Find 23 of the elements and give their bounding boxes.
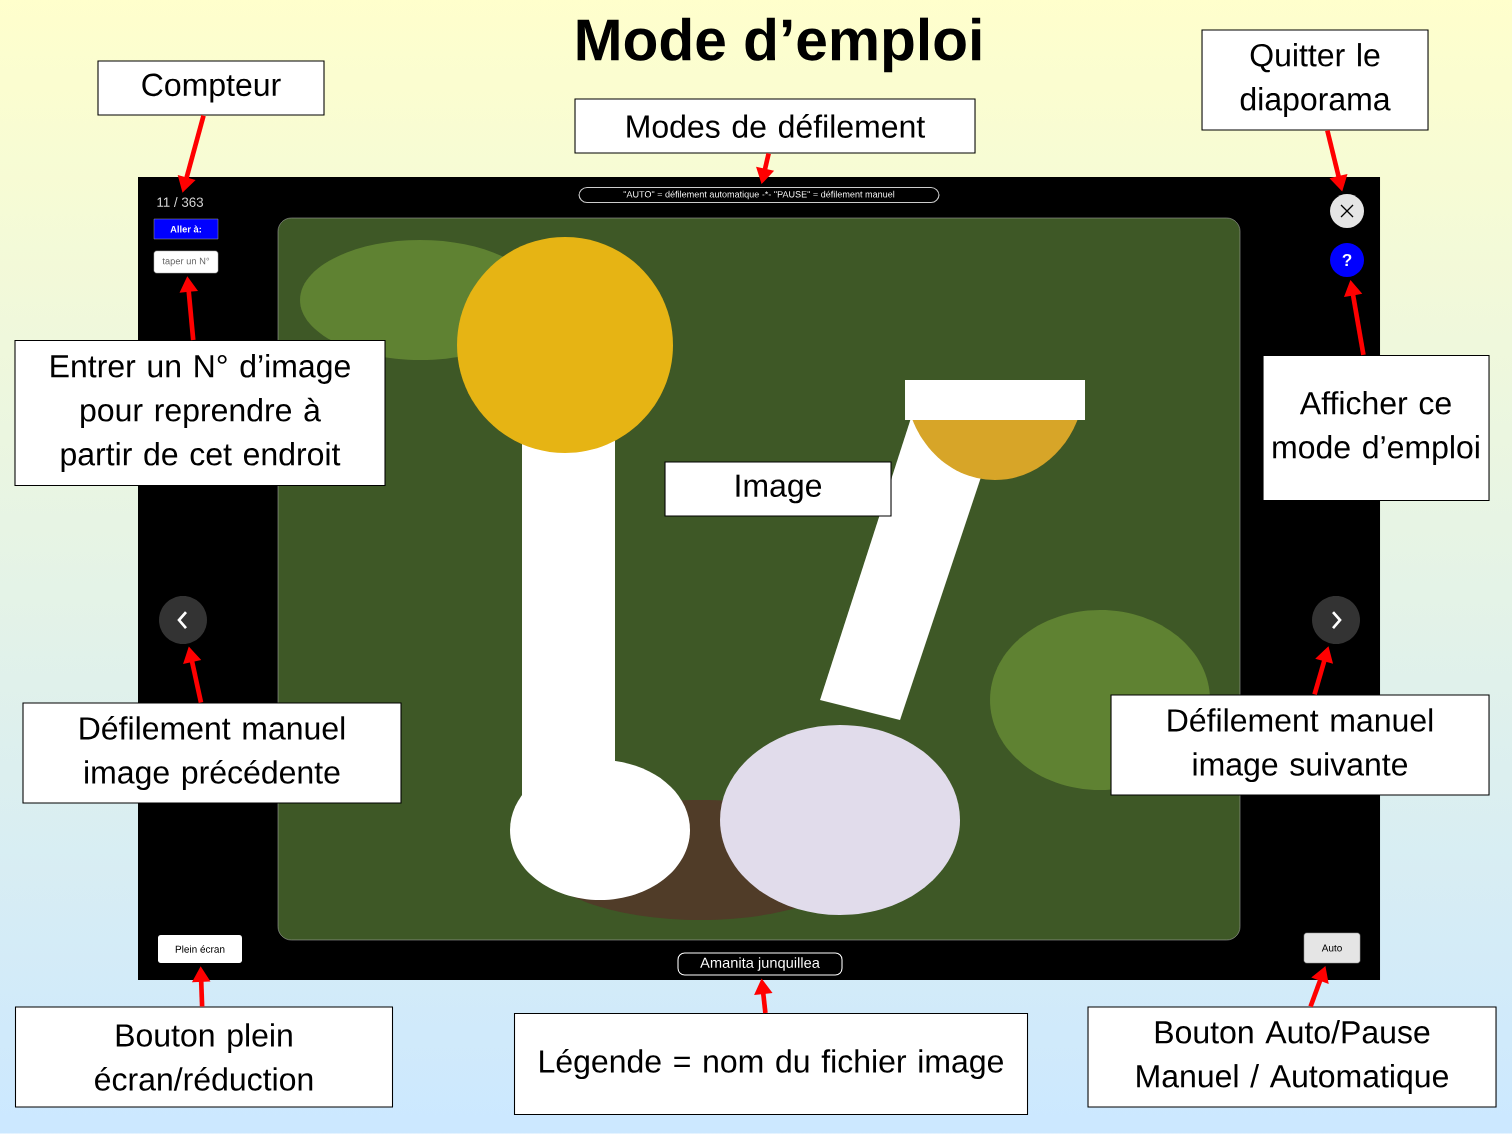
callout-box: Défilement manuel image suivante xyxy=(1110,694,1490,796)
help-button: ? xyxy=(1330,243,1364,277)
callout-box: Défilement manuel image précédente xyxy=(22,702,402,804)
title: Mode d’emploi xyxy=(577,17,981,73)
next-button xyxy=(1312,596,1360,644)
image-caption: Amanita junquillea xyxy=(677,952,843,976)
callout-box: Modes de défilement xyxy=(574,98,976,154)
callout-box: Afficher ce mode d’emploi xyxy=(1262,354,1490,502)
callout-box: Quitter le diaporama xyxy=(1201,29,1429,131)
fullscreen-button: Plein écran xyxy=(158,935,242,963)
go-to-button: Aller à: xyxy=(153,218,219,240)
auto-button: Auto xyxy=(1303,932,1361,964)
scroll-mode-banner: "AUTO" = défilement automatique -*- "PAUSE" = défilement manuel xyxy=(578,186,940,204)
callout-box: Bouton Auto/Pause Manuel / Automatique xyxy=(1087,1006,1497,1108)
callout-box: Entrer un N° d’image pour reprendre à partir de cet endroit xyxy=(14,339,386,487)
image-counter: 11 / 363 xyxy=(157,197,203,207)
callout-box: Image xyxy=(664,461,892,517)
callout-box: Légende = nom du fichier image xyxy=(513,1012,1029,1116)
callout-box: Compteur xyxy=(97,60,325,116)
callout-box: Bouton plein écran/réduction xyxy=(14,1006,394,1108)
close-button xyxy=(1330,194,1364,228)
previous-button xyxy=(159,596,207,644)
input-field: taper un N° xyxy=(153,250,219,274)
